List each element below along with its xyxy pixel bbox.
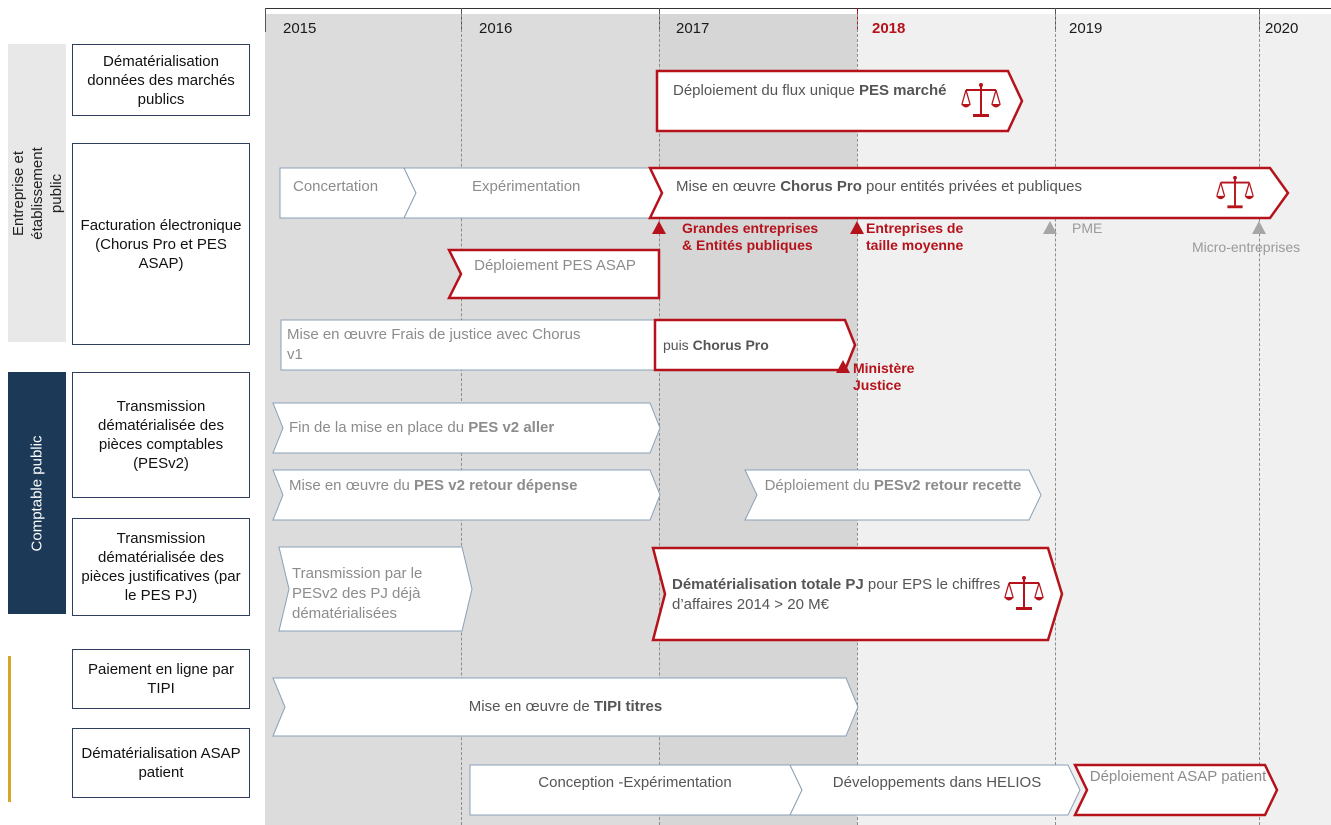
milestone-marker <box>836 360 850 373</box>
milestone-ministere-justice: Ministère Justice <box>853 360 915 393</box>
gridline-2017 <box>659 14 660 825</box>
side-label-comptable: Comptable public <box>8 372 66 614</box>
side-label-entreprise: Entreprise et établissement public <box>8 44 66 342</box>
category-tipi: Paiement en ligne par TIPI <box>72 649 250 709</box>
arrow-chorus-pro <box>648 166 1290 220</box>
arrow-helios <box>789 764 1081 816</box>
gridline-2020 <box>1259 14 1260 825</box>
milestone-marker <box>1043 221 1057 234</box>
bar-tipi: Mise en œuvre de TIPI titres <box>468 698 663 715</box>
arrow-pes-asap <box>446 248 661 300</box>
year-band-2018-2020 <box>857 14 1331 825</box>
year-label: 2019 <box>1069 20 1103 37</box>
bar-asap-patient: Déploiement ASAP patient <box>1089 768 1267 785</box>
category-facturation: Facturation électronique (Chorus Pro et … <box>72 143 250 345</box>
scale-icon <box>1215 175 1255 209</box>
year-label: 2017 <box>676 20 710 37</box>
bar-conception: Conception -Expérimentation <box>538 774 732 791</box>
bar-pesv2-retour-recette: Déploiement du PESv2 retour recette <box>764 477 1022 494</box>
milestone-marker <box>850 221 864 234</box>
arrow-pesv2-retour-recette <box>744 469 1042 521</box>
bar-transmission-pj: Transmission par le PESv2 des PJ déjà dé… <box>292 565 423 622</box>
bar-frais-justice: Mise en œuvre Frais de justice avec Chor… <box>287 326 581 363</box>
year-label-highlight: 2018 <box>872 20 906 37</box>
year-label: 2016 <box>479 20 513 37</box>
arrow-asap-patient <box>1073 763 1279 817</box>
category-pieces-justificatives: Transmission dématérialisée des pièces j… <box>72 518 250 616</box>
milestone-pme: PME <box>1072 220 1103 236</box>
milestone-taille-moyenne: Entreprises de taille moyenne <box>866 220 964 253</box>
bar-pes-marche: Déploiement du flux unique PES marché <box>673 82 947 99</box>
arrow-demat-pj <box>651 546 1064 642</box>
bar-concertation: Concertation <box>293 178 379 195</box>
year-label: 2015 <box>283 20 317 37</box>
bar-helios: Développements dans HELIOS <box>832 774 1042 791</box>
milestone-marker <box>1252 221 1266 234</box>
scale-icon <box>1004 576 1044 610</box>
category-asap-patient: Dématérialisation ASAP patient <box>72 728 250 798</box>
arrow-transmission-pj <box>278 546 473 632</box>
bar-pes-v2-aller: Fin de la mise en place du PES v2 aller <box>289 419 555 436</box>
bar-chorus-pro: Mise en œuvre Chorus Pro pour entités pr… <box>676 178 1083 195</box>
category-pieces-comptables: Transmission dématérialisée des pièces c… <box>72 372 250 498</box>
year-label: 2020 <box>1265 20 1299 37</box>
arrow-pes-v2-retour-depense <box>272 469 661 521</box>
scale-icon <box>961 83 1001 117</box>
bar-pes-asap: Déploiement PES ASAP <box>474 257 636 274</box>
side-band-gold <box>8 656 11 802</box>
arrow-pes-v2-aller <box>272 402 661 454</box>
gridline-2019 <box>1055 14 1056 825</box>
bar-pes-v2-retour-depense: Mise en œuvre du PES v2 retour dépense <box>289 477 578 494</box>
arrow-pes-marche <box>655 69 1024 133</box>
arrow-tipi <box>272 677 859 737</box>
gridline-2018 <box>857 14 858 825</box>
timeline-axis <box>265 8 1331 9</box>
bar-puis-chorus: puis Chorus Pro <box>663 337 769 353</box>
arrow-puis-chorus <box>653 318 857 372</box>
category-marches-publics: Dématérialisation données des marchés pu… <box>72 44 250 116</box>
tick-2015 <box>265 8 266 32</box>
milestone-marker <box>652 221 666 234</box>
milestone-grandes-entreprises: Grandes entreprises & Entités publiques <box>682 220 819 253</box>
milestone-micro: Micro-entreprises <box>1192 239 1301 255</box>
bar-experimentation: Expérimentation <box>472 178 581 195</box>
bar-demat-pj: Dématérialisation totale PJ pour EPS le … <box>672 576 1001 613</box>
